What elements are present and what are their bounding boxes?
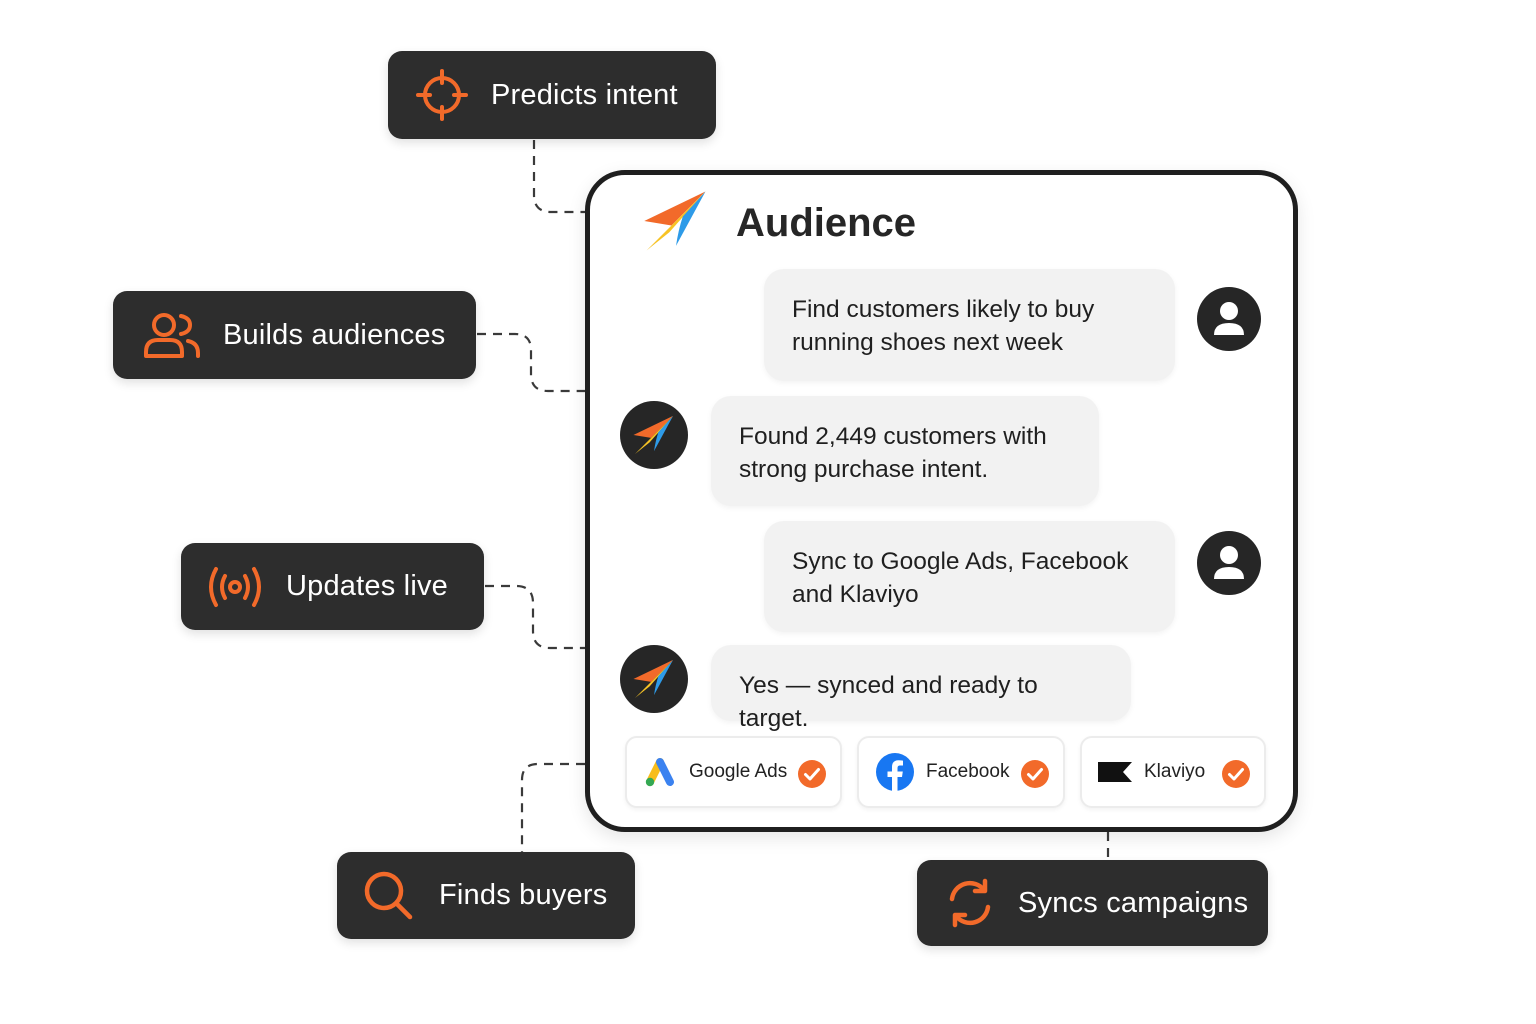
message-text: Find customers likely to buy running sho… <box>792 296 1095 356</box>
crosshair-icon <box>416 69 468 121</box>
integration-chip-facebook[interactable]: Facebook <box>857 736 1065 808</box>
assistant-message-bubble: Yes — synced and ready to target. <box>711 645 1131 732</box>
message-text: Sync to Google Ads, Facebook and Klaviyo <box>792 548 1129 608</box>
pill-label: Finds buyers <box>439 879 608 911</box>
check-icon <box>1222 760 1250 794</box>
users-icon <box>143 311 201 359</box>
user-avatar <box>1197 287 1261 351</box>
search-icon <box>363 870 415 922</box>
integration-label: Klaviyo <box>1144 761 1206 782</box>
integration-label: Facebook <box>926 761 1010 782</box>
audience-chat-card: Audience Find customers likely to buy ru… <box>585 170 1298 832</box>
message-text: Yes — synced and ready to target. <box>739 672 1038 732</box>
assistant-avatar <box>620 645 688 713</box>
check-icon <box>798 760 826 794</box>
integration-chip-klaviyo[interactable]: Klaviyo <box>1080 736 1266 808</box>
user-message-bubble: Find customers likely to buy running sho… <box>764 269 1175 381</box>
updates-live-pill: Updates live <box>181 543 484 630</box>
card-title: Audience <box>736 201 917 245</box>
user-icon <box>1214 302 1244 335</box>
klaviyo-icon <box>1098 760 1132 784</box>
pill-label: Predicts intent <box>491 78 678 111</box>
check-icon <box>1021 760 1049 794</box>
sync-icon <box>944 877 996 929</box>
broadcast-icon <box>206 563 264 611</box>
google-ads-icon <box>641 755 679 789</box>
assistant-message-bubble: Found 2,449 customers with strong purcha… <box>711 396 1099 506</box>
pill-label: Updates live <box>286 570 448 602</box>
integration-chip-google-ads[interactable]: Google Ads <box>625 736 842 808</box>
finds-buyers-pill: Finds buyers <box>337 852 635 939</box>
brand-logo-icon <box>633 415 674 455</box>
syncs-campaigns-pill: Syncs campaigns <box>917 860 1268 946</box>
pill-label: Syncs campaigns <box>1018 886 1249 919</box>
user-icon <box>1214 546 1244 579</box>
user-message-bubble: Sync to Google Ads, Facebook and Klaviyo <box>764 521 1175 632</box>
brand-logo-icon <box>633 659 674 699</box>
message-text: Found 2,449 customers with strong purcha… <box>739 423 1047 483</box>
brand-logo-icon <box>642 187 710 260</box>
pill-label: Builds audiences <box>223 318 446 351</box>
integration-label: Google Ads <box>689 761 788 782</box>
facebook-icon <box>876 753 914 791</box>
assistant-avatar <box>620 401 688 469</box>
user-avatar <box>1197 531 1261 595</box>
builds-audiences-pill: Builds audiences <box>113 291 476 379</box>
predicts-intent-pill: Predicts intent <box>388 51 716 139</box>
